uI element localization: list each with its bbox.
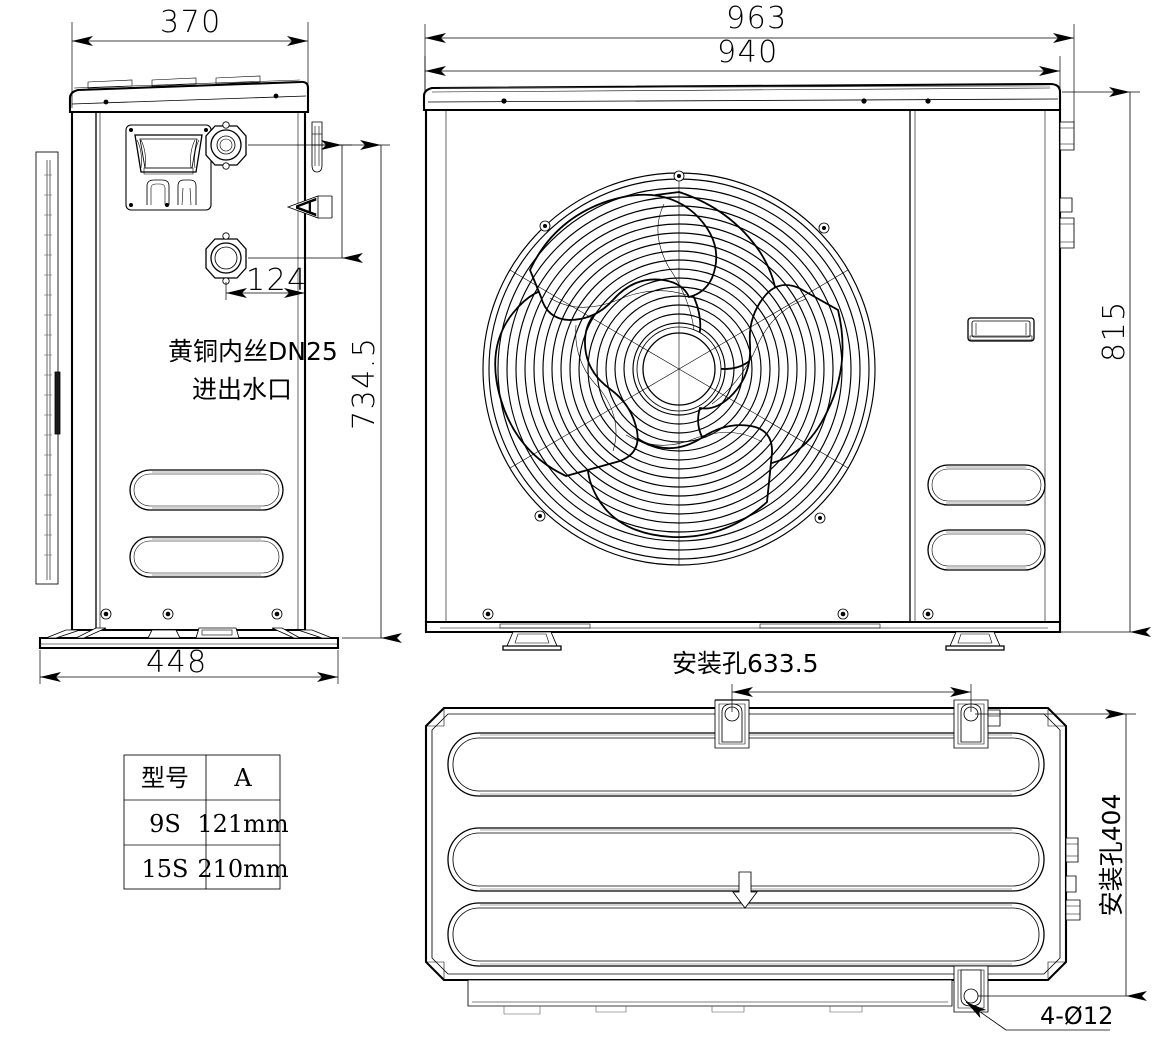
- table-header-a: A: [233, 764, 252, 792]
- side-bottom-screws: [100, 608, 283, 620]
- fan-grille-screws: [534, 170, 830, 524]
- side-vent-slot-upper: [129, 469, 284, 511]
- dim-top-mounting-width: 安装孔633.5: [672, 649, 819, 678]
- side-coil-bracket: [54, 371, 61, 435]
- front-vent-slot-lower: [927, 529, 1046, 571]
- side-annotation-line2: 进出水口: [192, 375, 292, 404]
- fan-grille-spokes: [509, 173, 849, 565]
- dim-side-width-top: 370: [160, 5, 222, 40]
- dim-front-height: 815: [1097, 300, 1132, 362]
- top-louver-slot-2: [447, 827, 1045, 892]
- front-view: [422, 82, 1075, 651]
- front-display-window: [967, 317, 1035, 342]
- dim-side-width-base: 448: [146, 645, 208, 680]
- front-fan-assembly: [482, 170, 876, 566]
- table-cell-a-9s: 121mm: [197, 810, 289, 838]
- top-mounting-foot-tr: [953, 699, 1001, 749]
- dim-a-marker: [286, 195, 333, 219]
- dim-hole-callout: 4-Ø12: [1040, 1002, 1113, 1030]
- table-cell-model-15s: 15S: [142, 855, 189, 883]
- dim-front-width-outer: 963: [726, 1, 788, 36]
- side-annotation-line1: 黄铜内丝DN25: [168, 337, 338, 366]
- dim-side-a-label: A: [290, 197, 323, 216]
- front-top-cap: [422, 82, 1062, 112]
- side-evaporator-coil: [35, 151, 59, 585]
- top-right-fittings: [1065, 837, 1081, 921]
- dim-top-mounting-depth: 安装孔404: [1097, 794, 1126, 917]
- model-dimension-table: 型号 A 9S 121mm 15S 210mm: [123, 754, 289, 890]
- front-right-brackets: [1059, 121, 1075, 249]
- side-base-plate: [38, 627, 340, 650]
- side-water-port-lower: [205, 232, 247, 285]
- top-rear-skirt: [467, 979, 953, 1015]
- table-cell-model-9s: 9S: [149, 810, 181, 838]
- side-cable-gland-panel: [125, 124, 212, 211]
- top-louver-slot-3: [447, 902, 1045, 967]
- side-water-port-upper: [205, 121, 247, 170]
- top-mounting-foot-br: [953, 965, 989, 1013]
- front-bottom-screws: [482, 608, 934, 620]
- front-vent-slot-upper: [927, 464, 1046, 506]
- down-arrow-icon: [732, 871, 758, 909]
- table-cell-a-15s: 210mm: [197, 855, 289, 883]
- dim-side-height: 734.5: [347, 337, 382, 430]
- front-foot-left: [502, 631, 562, 651]
- side-vent-slot-lower: [129, 536, 284, 578]
- front-view-dimensions: 963 940 815: [424, 1, 1151, 637]
- side-view: 黄铜内丝DN25 进出水口: [35, 75, 340, 650]
- dim-front-width-inner: 940: [717, 35, 779, 70]
- side-view-dimensions: 370 448 734.5 A 124: [39, 5, 402, 684]
- side-right-bracket: [311, 121, 323, 173]
- front-base-and-feet: [424, 620, 1062, 651]
- top-view-dimensions: 安装孔633.5 安装孔404 4-Ø12: [672, 649, 1147, 1031]
- front-foot-right: [945, 631, 1005, 651]
- top-mounting-foot-tl: [714, 699, 750, 749]
- top-view: [424, 699, 1081, 1015]
- fan-blades: [494, 191, 844, 538]
- dim-side-port-offset: 124: [246, 263, 308, 298]
- side-top-cap: [68, 75, 310, 114]
- table-header-model: 型号: [141, 764, 189, 792]
